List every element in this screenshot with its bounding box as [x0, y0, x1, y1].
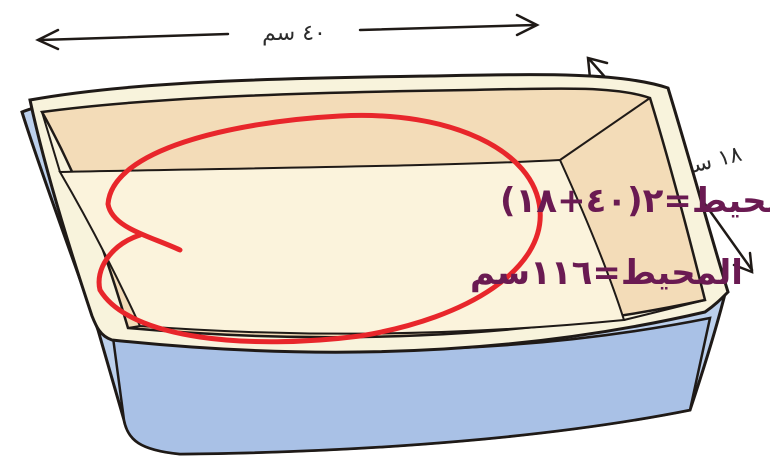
annotation-circle	[96, 112, 543, 345]
formula-line-2: المحيط=١١٦سم	[470, 253, 743, 293]
length-label: ٤٠ سم	[262, 21, 326, 46]
dish-corner-creases	[41, 97, 706, 329]
length-arrow	[35, 13, 540, 51]
formula-line-1: المحيط=٢(٤٠+١٨)	[500, 181, 770, 221]
